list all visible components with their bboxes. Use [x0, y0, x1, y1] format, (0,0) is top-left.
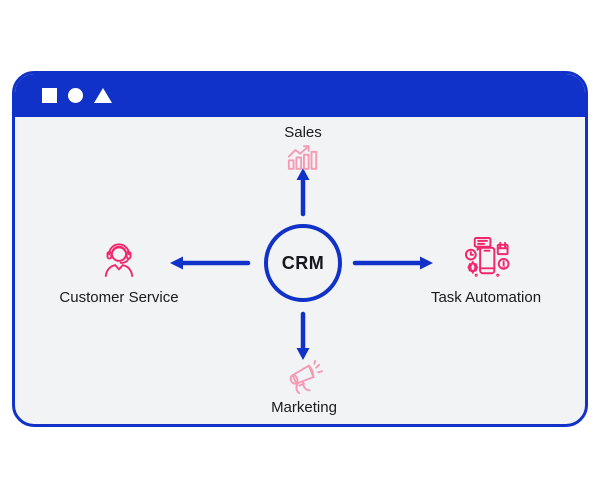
marketing-label: Marketing	[271, 399, 337, 416]
growth-bar-chart-icon	[286, 144, 320, 171]
node-marketing: Marketing	[234, 360, 374, 416]
sales-label: Sales	[284, 124, 322, 141]
browser-window: CRM Sales	[12, 71, 588, 427]
browser-titlebar	[15, 74, 585, 117]
customer-service-label: Customer Service	[59, 289, 179, 306]
crm-label: CRM	[281, 252, 325, 273]
node-task-automation: Task Automation	[411, 236, 561, 306]
headset-agent-icon	[102, 240, 136, 278]
node-customer-service: Customer Service	[44, 240, 194, 306]
node-sales: Sales	[233, 124, 373, 171]
crm-center-node: CRM	[264, 224, 342, 302]
circle-window-control-icon	[68, 88, 83, 103]
megaphone-icon	[283, 360, 325, 396]
phone-automation-icon	[463, 236, 510, 283]
triangle-window-control-icon	[94, 88, 112, 103]
task-automation-label: Task Automation	[430, 289, 542, 306]
square-window-control-icon	[42, 88, 57, 103]
